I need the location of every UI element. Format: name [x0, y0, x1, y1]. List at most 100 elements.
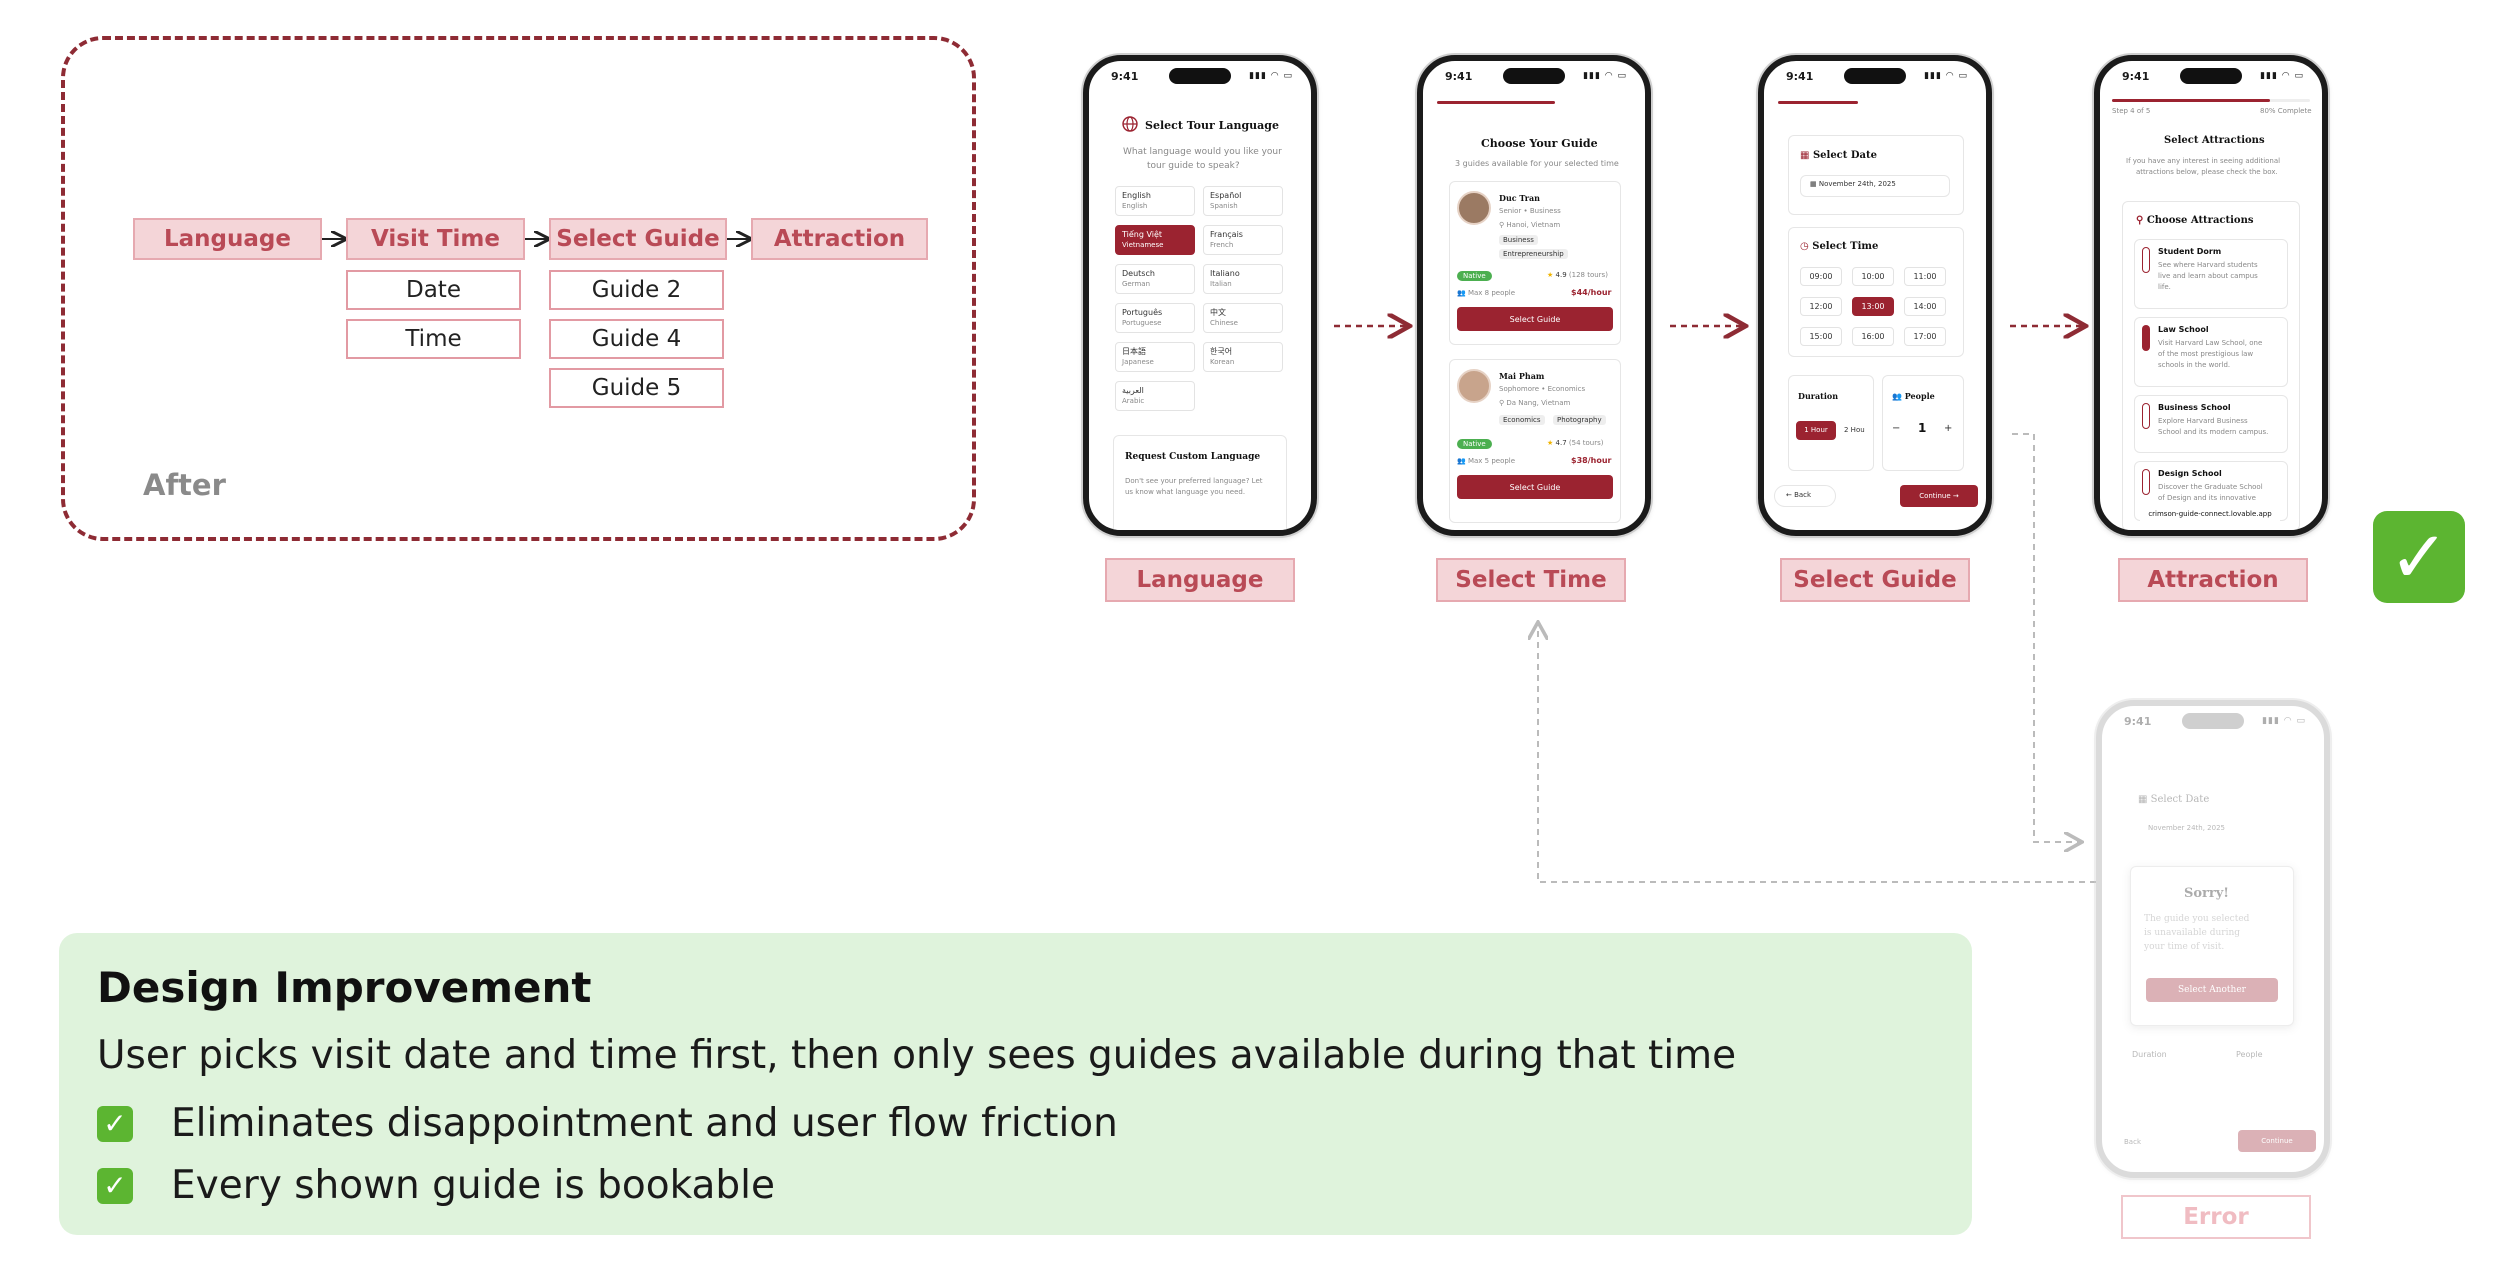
error-message-2: is unavailable during — [2144, 928, 2241, 938]
select-guide-button[interactable]: Select Guide — [1457, 307, 1613, 331]
time-card — [1788, 227, 1964, 357]
people-icon: 👥 — [1457, 457, 1468, 465]
progress-fill — [2112, 99, 2271, 102]
people-increment[interactable]: + — [1944, 423, 1953, 434]
status-icons: ▮▮▮ ◠ ▭ — [2260, 71, 2304, 81]
error-back[interactable]: Back — [2124, 1138, 2141, 1146]
flow-sub-time: Time — [346, 319, 521, 359]
benefit-item: ✓ Every shown guide is bookable — [97, 1163, 775, 1208]
attraction-desc: of Design and its innovative — [2158, 494, 2256, 502]
connector-guide-to-error — [2012, 433, 2082, 842]
attraction-desc: of the most prestigious law — [2158, 350, 2254, 358]
time-slot[interactable]: 17:00 — [1904, 327, 1946, 346]
status-time: 9:41 — [1445, 70, 1473, 83]
guide-rating: ★ 4.9 (128 tours) — [1547, 271, 1608, 279]
duration-option-selected[interactable]: 1 Hour — [1796, 421, 1836, 440]
time-slot[interactable]: 10:00 — [1852, 267, 1894, 286]
time-slot[interactable]: 12:00 — [1800, 297, 1842, 316]
language-subtitle-2: tour guide to speak? — [1147, 161, 1240, 171]
checkbox[interactable] — [2142, 403, 2150, 429]
phone-label-language: Language — [1105, 558, 1295, 602]
time-slot[interactable]: 09:00 — [1800, 267, 1842, 286]
attraction-name: Student Dorm — [2158, 247, 2222, 256]
attraction-desc: Visit Harvard Law School, one — [2158, 339, 2263, 347]
check-icon: ✓ — [97, 1105, 133, 1142]
connector-error-back-to-time — [1538, 622, 2096, 883]
step-indicator: Step 4 of 5 — [2112, 107, 2151, 115]
attraction-item-law-school[interactable] — [2134, 317, 2288, 387]
checkbox[interactable] — [2142, 247, 2150, 273]
browser-url[interactable]: crimson-guide-connect.lovable.app — [2140, 507, 2280, 521]
guide-capacity: 👥 Max 5 people — [1457, 457, 1516, 465]
dynamic-island — [1169, 68, 1231, 84]
status-time: 9:41 — [1786, 70, 1814, 83]
guide-name: Duc Tran — [1499, 193, 1540, 203]
flow-step-language: Language — [133, 218, 322, 260]
star-icon: ★ — [1547, 439, 1554, 447]
avatar — [1457, 191, 1491, 225]
checkbox[interactable] — [2142, 469, 2150, 495]
location-icon: ⚲ — [1499, 399, 1507, 407]
guide-tag: Economics — [1499, 415, 1545, 425]
error-date-title: ▦ Select Date — [2138, 794, 2210, 805]
duration-title: Duration — [1798, 391, 1839, 401]
continue-button[interactable]: Continue → — [1900, 485, 1978, 507]
checkbox-checked[interactable] — [2142, 325, 2150, 351]
phone-label-select-guide: Select Guide — [1780, 558, 1970, 602]
duration-option[interactable]: 2 Hou — [1844, 426, 1865, 434]
time-slot[interactable]: 15:00 — [1800, 327, 1842, 346]
back-button[interactable] — [1774, 485, 1836, 507]
phone-guide-screen: 9:41 ▮▮▮ ◠ ▭ Choose Your Guide 3 guides … — [1417, 55, 1651, 536]
phone-datetime-screen: 9:41 ▮▮▮ ◠ ▭ ▦ Select Date ▦ November 24… — [1758, 55, 1992, 536]
dynamic-island — [1503, 68, 1565, 84]
guide-title: Choose Your Guide — [1481, 137, 1598, 150]
phone-language-screen: 9:41 ▮▮▮ ◠ ▭ Select Tour Language What l… — [1083, 55, 1317, 536]
progress-bar — [1778, 101, 1858, 104]
calendar-icon: ▦ — [2138, 794, 2151, 805]
guide-tag: Business — [1499, 235, 1538, 245]
select-another-button[interactable]: Select Another — [2146, 978, 2278, 1002]
native-badge: Native — [1457, 439, 1492, 449]
time-slot[interactable]: 11:00 — [1904, 267, 1946, 286]
guide-tag: Entrepreneurship — [1499, 249, 1568, 259]
improvement-description: User picks visit date and time first, th… — [97, 1033, 1737, 1078]
time-slot-selected[interactable]: 13:00 — [1852, 297, 1894, 316]
flow-sub-guide-5: Guide 5 — [549, 368, 724, 408]
select-guide-button[interactable]: Select Guide — [1457, 475, 1613, 499]
star-icon: ★ — [1547, 271, 1554, 279]
custom-language-card[interactable] — [1113, 435, 1287, 530]
status-time: 9:41 — [2122, 70, 2150, 83]
phone-error-screen: 9:41 ▮▮▮ ◠ ▭ ▦ Select Date November 24th… — [2096, 700, 2330, 1178]
status-icons: ▮▮▮ ◠ ▭ — [1924, 71, 1968, 81]
phone-label-attraction: Attraction — [2118, 558, 2308, 602]
time-slot[interactable]: 14:00 — [1904, 297, 1946, 316]
attraction-name: Design School — [2158, 469, 2222, 478]
error-message-3: your time of visit. — [2144, 942, 2225, 952]
date-value: ▦ November 24th, 2025 — [1810, 180, 1896, 188]
guide-name: Mai Pham — [1499, 371, 1545, 381]
guide-location: ⚲ Hanoi, Vietnam — [1499, 221, 1561, 229]
attraction-item-business-school[interactable] — [2134, 395, 2288, 453]
people-decrement[interactable]: − — [1892, 423, 1901, 434]
guide-location: ⚲ Da Nang, Vietnam — [1499, 399, 1571, 407]
dynamic-island — [2182, 713, 2244, 729]
custom-language-text-2: us know what language you need. — [1125, 488, 1246, 496]
time-slot[interactable]: 16:00 — [1852, 327, 1894, 346]
guide-tag: Photography — [1553, 415, 1606, 425]
error-continue-button[interactable]: Continue — [2238, 1130, 2316, 1152]
status-icons: ▮▮▮ ◠ ▭ — [1249, 71, 1293, 81]
phone-label-error: Error — [2121, 1195, 2311, 1239]
date-input[interactable] — [1800, 175, 1950, 197]
attraction-item-student-dorm[interactable] — [2134, 239, 2288, 309]
